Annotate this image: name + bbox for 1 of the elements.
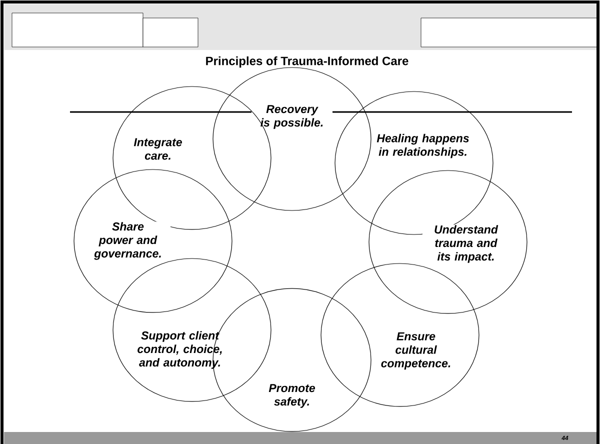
title: Principles of Trauma-Informed Care [206, 56, 408, 68]
